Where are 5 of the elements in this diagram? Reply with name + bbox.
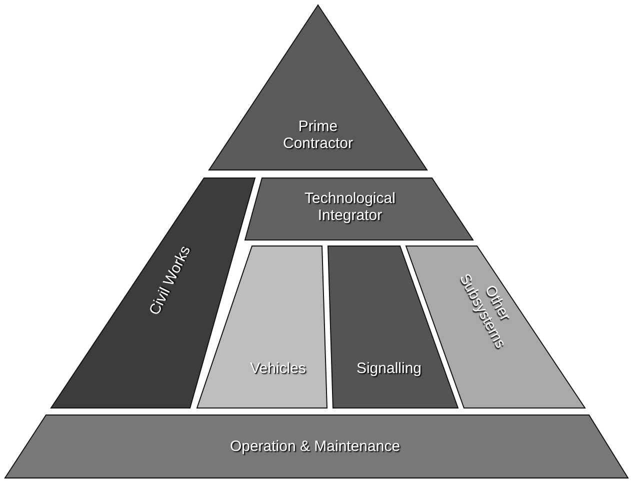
section-label: Signalling	[355, 360, 423, 377]
section-label: Operation & Maintenance	[228, 438, 402, 455]
section-label: Technological Integrator	[304, 190, 396, 224]
section-label: Prime Contractor	[282, 118, 354, 152]
section-label: Vehicles	[249, 360, 307, 377]
